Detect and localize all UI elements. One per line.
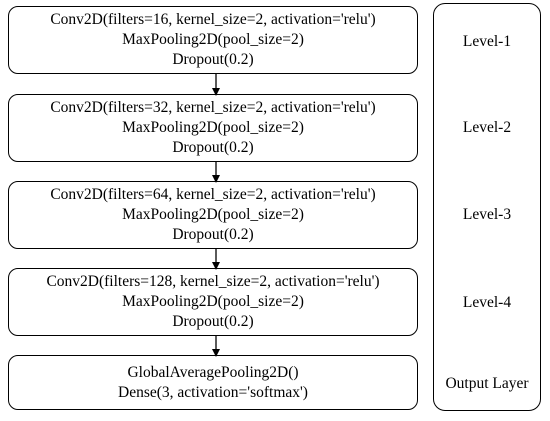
- level-4-dropout-text: Dropout(0.2): [172, 313, 254, 330]
- level-4-block: Conv2D(filters=128, kernel_size=2, activ…: [8, 268, 418, 336]
- output-pooling-text: GlobalAveragePooling2D(): [127, 363, 299, 381]
- level-1-dropout-text: Dropout(0.2): [172, 51, 254, 68]
- level-4-pool-text: MaxPooling2D(pool_size=2): [122, 293, 304, 310]
- level-4-label: Level-4: [462, 294, 512, 311]
- output-layer-block: GlobalAveragePooling2D() Dense(3, activa…: [8, 355, 418, 410]
- level-1-conv-text: Conv2D(filters=16, kernel_size=2, activa…: [50, 11, 376, 28]
- level-3-label: Level-3: [462, 206, 512, 223]
- level-3-conv-text: Conv2D(filters=64, kernel_size=2, activa…: [50, 186, 376, 203]
- output-layer-label: Output Layer: [445, 375, 529, 392]
- output-dense-text: Dense(3, activation='softmax'): [118, 383, 308, 401]
- level-3-pool-text: MaxPooling2D(pool_size=2): [122, 206, 304, 223]
- level-3-dropout-text: Dropout(0.2): [172, 226, 254, 243]
- level-1-block: Conv2D(filters=16, kernel_size=2, activa…: [8, 6, 418, 74]
- level-1-label: Level-1: [462, 33, 512, 50]
- level-2-dropout-text: Dropout(0.2): [172, 139, 254, 156]
- level-4-conv-text: Conv2D(filters=128, kernel_size=2, activ…: [46, 273, 380, 290]
- level-2-conv-text: Conv2D(filters=32, kernel_size=2, activa…: [50, 99, 376, 116]
- level-1-pool-text: MaxPooling2D(pool_size=2): [122, 31, 304, 48]
- level-2-pool-text: MaxPooling2D(pool_size=2): [122, 119, 304, 136]
- level-2-label: Level-2: [462, 119, 512, 136]
- level-panel: [433, 3, 541, 411]
